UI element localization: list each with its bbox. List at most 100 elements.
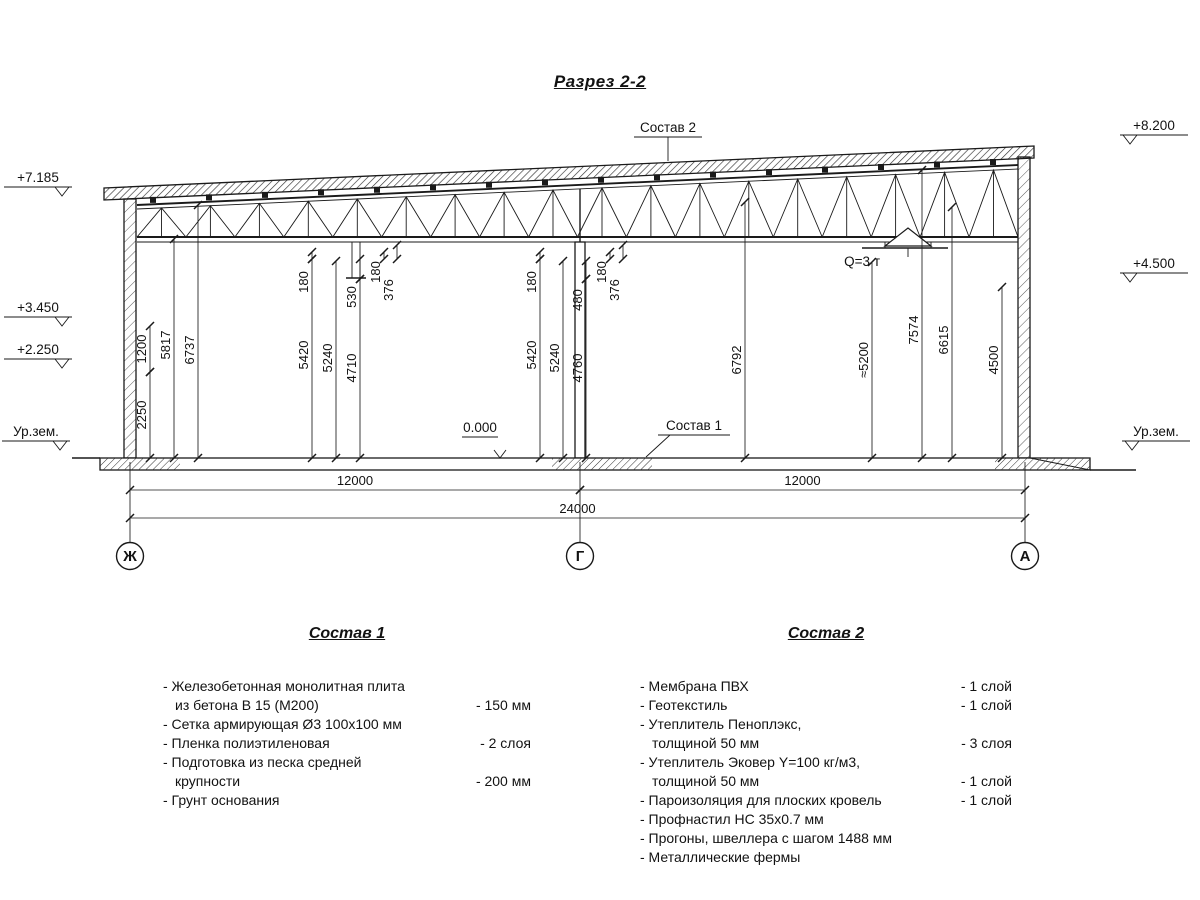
elevation-flag-icon [54,358,70,369]
axis-bubble: А [1010,541,1040,571]
legend-item-text: - Сетка армирующая Ø3 100x100 мм [163,715,402,734]
legend-item-text: - Прогоны, швеллера с шагом 1488 мм [640,829,892,848]
axis-bubble: Г [565,541,595,571]
callouts-layer: Состав 2 Состав 1 0.000 Q=3 т [462,120,880,459]
legend-sostav-2-items: - Мембрана ПВХ - 1 слой - Геотекстиль - 1 с… [640,677,1012,867]
elevation-mark: +2.250 [4,342,72,369]
vertical-dimension: 180 [368,247,389,283]
dimension-value: 480 [570,289,585,311]
legend-item-text: - Утеплитель Пеноплэкс,толщиной 50 мм [640,715,801,753]
legend-item-value: - 1 слой [960,697,1012,713]
dimension-value: 6737 [182,336,197,365]
truss-top-chord [136,164,1019,206]
elevation-mark: +4.500 [1120,256,1188,283]
elevation-value: +2.250 [17,342,59,357]
dimension-value: 5240 [320,344,335,373]
legend-item-text: - Профнастил НС 35х0.7 мм [640,810,824,829]
legend-item-line: - Утеплитель Эковер Y=100 кг/м3, [640,754,861,770]
legend-item-value: - 1 слой [960,792,1012,808]
legend-item: - Сетка армирующая Ø3 100x100 мм [163,715,531,734]
vertical-dimension: 5817 [158,234,179,463]
elevation-mark: +8.200 [1120,118,1188,145]
vertical-dimension: 4500 [986,282,1007,463]
legend-item-line: - Сетка армирующая Ø3 100x100 мм [163,716,402,732]
legend-item: - Профнастил НС 35х0.7 мм [640,810,1012,829]
dimension-value: 5817 [158,331,173,360]
legend-item: - Геотекстиль - 1 слой [640,696,1012,715]
floor-hatch-right [995,458,1090,470]
elevation-mark: Ур.зем. [2,424,70,451]
elevation-value: Ур.зем. [1133,424,1179,439]
vertical-dimension: 2250 [134,367,155,463]
dimension-value: 2250 [134,401,149,430]
horizontal-dimension: 12000 [125,473,585,495]
legend-item-line: толщиной 50 мм [652,735,760,751]
vertical-dimension: 180 [524,247,545,293]
floor-hatch-mid [552,458,652,470]
truss-top-chord-inner [136,168,1019,210]
callout-zero-level-label: 0.000 [463,420,497,435]
elevation-flag-icon [1122,134,1138,145]
horizontal-dimension: 24000 [125,501,1030,523]
axis-label: А [1020,548,1031,565]
vertical-dimension: 1200 [134,321,155,377]
dimension-value: 180 [296,271,311,293]
legend-item-line: - Прогоны, швеллера с шагом 1488 мм [640,830,893,846]
legend-item-line: - Грунт основания [163,792,280,808]
zero-level-flag-icon [493,449,507,459]
legend-sostav-1: Состав 1 - Железобетонная монолитная пли… [163,625,531,810]
hanger-post [346,242,366,279]
elevation-flag-icon [1124,440,1140,451]
legend-sostav-1-title: Состав 1 [308,625,386,642]
vertical-dimension: 180 [594,247,615,283]
legend-item-line: - Железобетонная монолитная плита [163,678,405,694]
dimension-value: 4760 [570,354,585,383]
callout-sostav-1-label: Состав 1 [666,418,722,433]
legend-sostav-2-title: Состав 2 [787,625,865,642]
dimension-value: 180 [594,261,609,283]
legend-item: - Мембрана ПВХ - 1 слой [640,677,1012,696]
dimension-value: 376 [607,279,622,301]
dimension-value: 5240 [547,344,562,373]
axis-label: Ж [122,548,137,565]
legend-item: - Утеплитель Пеноплэкс,толщиной 50 мм - 3… [640,715,1012,753]
vertical-dimension: 4760 [570,274,591,463]
elevation-value: +7.185 [17,170,59,185]
elevation-mark: +3.450 [4,300,72,327]
legend-item-line: - Пароизоляция для плоских кровель [640,792,882,808]
building-outline [72,145,1136,542]
legend-item-text: - Геотекстиль [640,696,727,715]
elevation-value: +8.200 [1133,118,1175,133]
vertical-dimension: 6792 [729,197,750,463]
legend-item: - Пленка полиэтиленовая- 2 слоя [163,734,531,753]
vertical-dimension: 5420 [296,254,317,463]
legend-item: - Прогоны, швеллера с шагом 1488 мм [640,829,1012,848]
legend-item: - Утеплитель Эковер Y=100 кг/м3,толщиной… [640,753,1012,791]
dimension-value: 1200 [134,335,149,364]
elevation-value: +3.450 [17,300,59,315]
vertical-dimension: 180 [296,247,317,293]
legend-item: - Пароизоляция для плоских кровель - 1 сл… [640,791,1012,810]
dimension-value: 5420 [524,341,539,370]
legend-item-text: - Грунт основания [163,791,280,810]
legend-item-value: - 1 слой [960,678,1012,694]
legend-item-text: - Мембрана ПВХ [640,677,749,696]
legend-item-line: - Геотекстиль [640,697,728,713]
elevation-mark: Ур.зем. [1122,424,1190,451]
callout-sostav-2-label: Состав 2 [640,120,696,135]
elevation-value: +4.500 [1133,256,1175,271]
legend-item-value: - 3 слоя [961,735,1012,751]
dimension-value: 4500 [986,346,1001,375]
legend-item-line: - Пленка полиэтиленовая [163,735,330,751]
vertical-dimension: 530 [344,254,365,308]
dimension-value: 12000 [337,473,373,488]
vertical-dimension: 5240 [320,256,341,463]
vertical-dimension: 4710 [344,274,365,463]
legend-item-line: - Профнастил НС 35х0.7 мм [640,811,824,827]
vertical-dimension: 7574 [906,165,927,463]
dimension-value: 530 [344,286,359,308]
legend-item-text: - Металлические фермы [640,848,800,867]
